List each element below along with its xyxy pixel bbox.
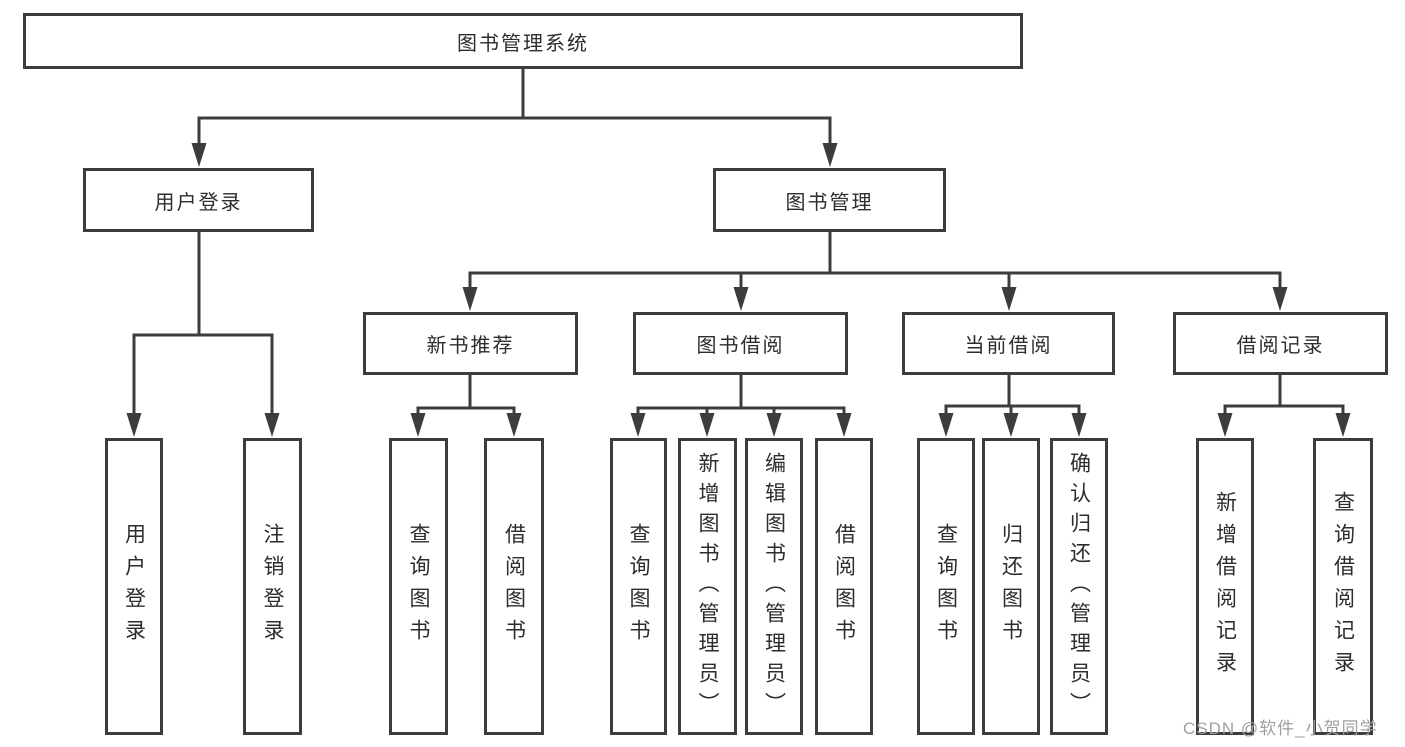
node-book-management: 图书管理: [713, 168, 946, 232]
leaf-user-login-label: 用户登录: [122, 522, 146, 651]
leaf-bb-borrow-books: 借阅图书: [815, 438, 873, 735]
arrowhead-br-query: [1335, 413, 1351, 437]
leaf-cb-query-books-label: 查询图书: [934, 522, 958, 651]
arrowhead-cb-confirm: [1071, 413, 1087, 437]
arrowhead-current-borrowing: [1001, 287, 1017, 311]
node-borrowing-records-label: 借阅记录: [1236, 335, 1325, 357]
leaf-br-add-record: 新增借阅记录: [1196, 438, 1254, 735]
leaf-nb-query-books: 查询图书: [389, 438, 448, 735]
leaf-logout: 注销登录: [243, 438, 302, 735]
node-borrowing-records: 借阅记录: [1173, 312, 1388, 375]
leaf-bb-query-books: 查询图书: [610, 438, 667, 735]
leaf-nb-query-books-label: 查询图书: [407, 522, 430, 651]
leaf-bb-edit-books-admin-label: 编辑图书（管理员）: [762, 451, 786, 722]
node-book-borrowing-label: 图书借阅: [696, 335, 785, 357]
leaf-user-login: 用户登录: [105, 438, 163, 735]
connector-level2-rail: [197, 116, 832, 150]
leaf-br-add-record-label: 新增借阅记录: [1213, 490, 1237, 683]
node-new-book-recommend: 新书推荐: [363, 312, 578, 375]
leaf-bb-add-books-admin: 新增图书（管理员）: [678, 438, 737, 735]
node-new-book-recommend-label: 新书推荐: [426, 335, 515, 357]
node-current-borrowing: 当前借阅: [902, 312, 1115, 375]
node-root: 图书管理系统: [23, 13, 1023, 69]
arrowhead-bb-add: [699, 413, 715, 437]
node-current-borrowing-label: 当前借阅: [964, 335, 1053, 357]
leaf-br-query-record-label: 查询借阅记录: [1331, 490, 1355, 683]
leaf-cb-query-books: 查询图书: [917, 438, 975, 735]
connector-current-borrowing-rail: [944, 404, 1081, 422]
arrowhead-leaf-logout: [264, 413, 280, 437]
arrowhead-book-borrowing: [733, 287, 749, 311]
watermark-text: CSDN @软件_小贺同学: [1183, 719, 1378, 738]
node-user-login: 用户登录: [83, 168, 314, 232]
arrowhead-leaf-user-login: [126, 413, 142, 437]
arrowhead-cb-return: [1003, 413, 1019, 437]
leaf-bb-add-books-admin-label: 新增图书（管理员）: [696, 451, 719, 722]
leaf-logout-label: 注销登录: [261, 522, 284, 651]
arrowhead-bb-query: [630, 413, 646, 437]
arrowhead-br-add: [1217, 413, 1233, 437]
leaf-cb-return-books: 归还图书: [982, 438, 1040, 735]
connector-borrowing-records-rail: [1223, 404, 1345, 422]
connector-book-borrowing-rail: [636, 406, 846, 422]
arrowhead-nb-query: [410, 413, 426, 437]
arrowhead-borrowing-records: [1272, 287, 1288, 311]
arrowhead-bb-edit: [766, 413, 782, 437]
leaf-br-query-record: 查询借阅记录: [1313, 438, 1373, 735]
connector-user-login-rail: [132, 333, 274, 422]
node-root-label: 图书管理系统: [457, 32, 589, 55]
connector-new-book-rail: [416, 406, 516, 422]
arrowhead-new-book-recommend: [462, 287, 478, 311]
leaf-cb-confirm-return-admin-label: 确认归还（管理员）: [1067, 451, 1091, 722]
arrowhead-nb-borrow: [506, 413, 522, 437]
leaf-bb-query-books-label: 查询图书: [627, 522, 650, 651]
leaf-cb-confirm-return-admin: 确认归还（管理员）: [1050, 438, 1108, 735]
leaf-cb-return-books-label: 归还图书: [999, 522, 1023, 651]
arrowhead-user-login: [191, 143, 207, 167]
node-book-borrowing: 图书借阅: [633, 312, 848, 375]
leaf-nb-borrow-books: 借阅图书: [484, 438, 544, 735]
arrowhead-bb-borrow: [836, 413, 852, 437]
arrowhead-book-management: [822, 143, 838, 167]
arrowhead-cb-query: [938, 413, 954, 437]
node-book-management-label: 图书管理: [785, 191, 874, 214]
leaf-bb-borrow-books-label: 借阅图书: [832, 522, 856, 651]
node-user-login-label: 用户登录: [154, 191, 243, 214]
connector-level3-rail: [468, 271, 1282, 295]
leaf-nb-borrow-books-label: 借阅图书: [502, 522, 526, 651]
leaf-bb-edit-books-admin: 编辑图书（管理员）: [745, 438, 803, 735]
